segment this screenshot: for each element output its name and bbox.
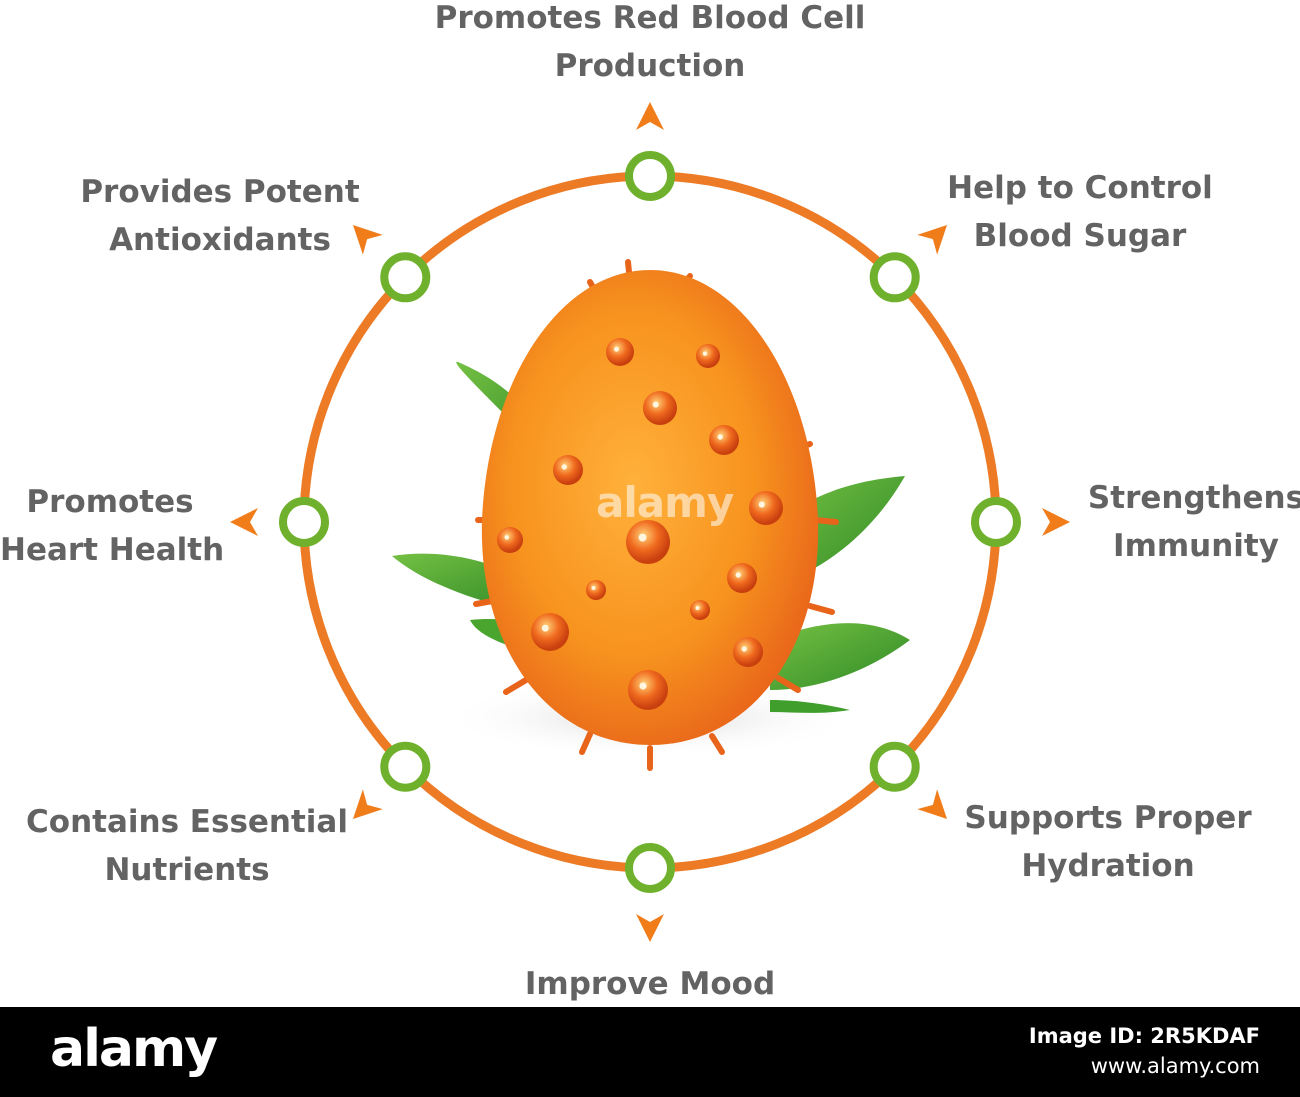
benefit-label-immunity: Strengthens Immunity: [1086, 474, 1300, 570]
fruit-bump-highlight: [613, 346, 620, 352]
fruit-bump: [709, 425, 739, 455]
outward-arrow-icon: [636, 102, 664, 130]
benefit-line: Improve Mood: [524, 966, 776, 1002]
fruit-bump-highlight: [639, 682, 647, 690]
benefit-line: Promotes: [26, 484, 194, 520]
fruit-bump-highlight: [591, 586, 596, 590]
benefit-label-blood-sugar: Help to Control Blood Sugar: [930, 164, 1230, 260]
benefit-line: Heart Health: [0, 532, 225, 568]
benefit-label-mood: Improve Mood: [480, 960, 820, 1008]
outward-arrow-icon: [636, 914, 664, 942]
fruit-bump-highlight: [741, 646, 747, 652]
benefit-line: Supports Proper: [964, 800, 1252, 836]
benefit-node: [869, 741, 920, 792]
image-id-text: Image ID: 2R5KDAF: [1028, 1024, 1260, 1048]
benefit-node: [971, 497, 1021, 547]
fruit-bump: [727, 563, 757, 593]
benefit-node: [279, 497, 329, 547]
fruit-bump-highlight: [638, 533, 647, 542]
benefit-line: Immunity: [1113, 528, 1279, 564]
benefit-line: Nutrients: [104, 852, 270, 888]
fruit-bump-highlight: [758, 501, 765, 508]
fruit-bump: [643, 391, 677, 425]
fruit-bump: [696, 344, 720, 368]
fruit-bump-highlight: [695, 606, 700, 610]
fruit-bump: [733, 637, 763, 667]
benefit-line: Provides Potent: [80, 174, 360, 210]
outward-arrow-icon: [230, 508, 258, 536]
fruit-bump-highlight: [702, 351, 708, 356]
benefit-label-heart-health: Promotes Heart Health: [0, 478, 225, 574]
benefit-node: [380, 741, 431, 792]
fruit-bump: [690, 600, 710, 620]
benefit-node: [625, 151, 675, 201]
fruit-bump-highlight: [735, 572, 741, 578]
benefit-label-nutrients: Contains Essential Nutrients: [14, 798, 360, 894]
fruit-bump: [497, 527, 523, 553]
watermark-footer: alamy Image ID: 2R5KDAF www.alamy.com: [0, 1007, 1300, 1097]
fruit-bump-highlight: [717, 434, 723, 440]
fruit-bump: [749, 491, 783, 525]
diagram-canvas: [230, 102, 1070, 942]
site-url-text: www.alamy.com: [1090, 1054, 1260, 1078]
benefit-line: Hydration: [1021, 848, 1195, 884]
benefit-line: Help to Control: [947, 170, 1213, 206]
fruit-bump: [586, 580, 606, 600]
benefit-line: Blood Sugar: [973, 218, 1187, 254]
kiwano-fruit-icon: [392, 259, 910, 771]
benefit-node: [625, 843, 675, 893]
benefits-diagram: alamy Promotes Red Blood Cell Production…: [0, 0, 1300, 1008]
fruit-bump: [628, 670, 668, 710]
brand-logo: alamy: [50, 1019, 218, 1079]
watermark: alamy: [596, 478, 734, 527]
fruit-bump: [531, 613, 569, 651]
fruit-bump: [626, 520, 670, 564]
benefit-label-antioxidants: Provides Potent Antioxidants: [70, 168, 370, 264]
benefit-line: Production: [554, 48, 746, 84]
outward-arrow-icon: [1042, 508, 1070, 536]
benefit-node: [380, 252, 431, 303]
fruit-bump-highlight: [504, 535, 510, 540]
fruit-bump-highlight: [561, 464, 567, 470]
benefit-line: Promotes Red Blood Cell: [434, 0, 866, 36]
benefit-label-red-blood-cell: Promotes Red Blood Cell Production: [400, 0, 900, 90]
benefit-label-hydration: Supports Proper Hydration: [950, 794, 1266, 890]
benefit-line: Antioxidants: [109, 222, 331, 258]
fruit-bump: [553, 455, 583, 485]
fruit-bump-highlight: [652, 401, 659, 408]
benefit-node: [869, 252, 920, 303]
fruit-bump-highlight: [541, 624, 549, 632]
benefit-line: Strengthens: [1087, 480, 1300, 516]
benefit-line: Contains Essential: [26, 804, 348, 840]
footer-meta: Image ID: 2R5KDAF www.alamy.com: [1029, 1021, 1260, 1081]
fruit-bump: [606, 338, 634, 366]
